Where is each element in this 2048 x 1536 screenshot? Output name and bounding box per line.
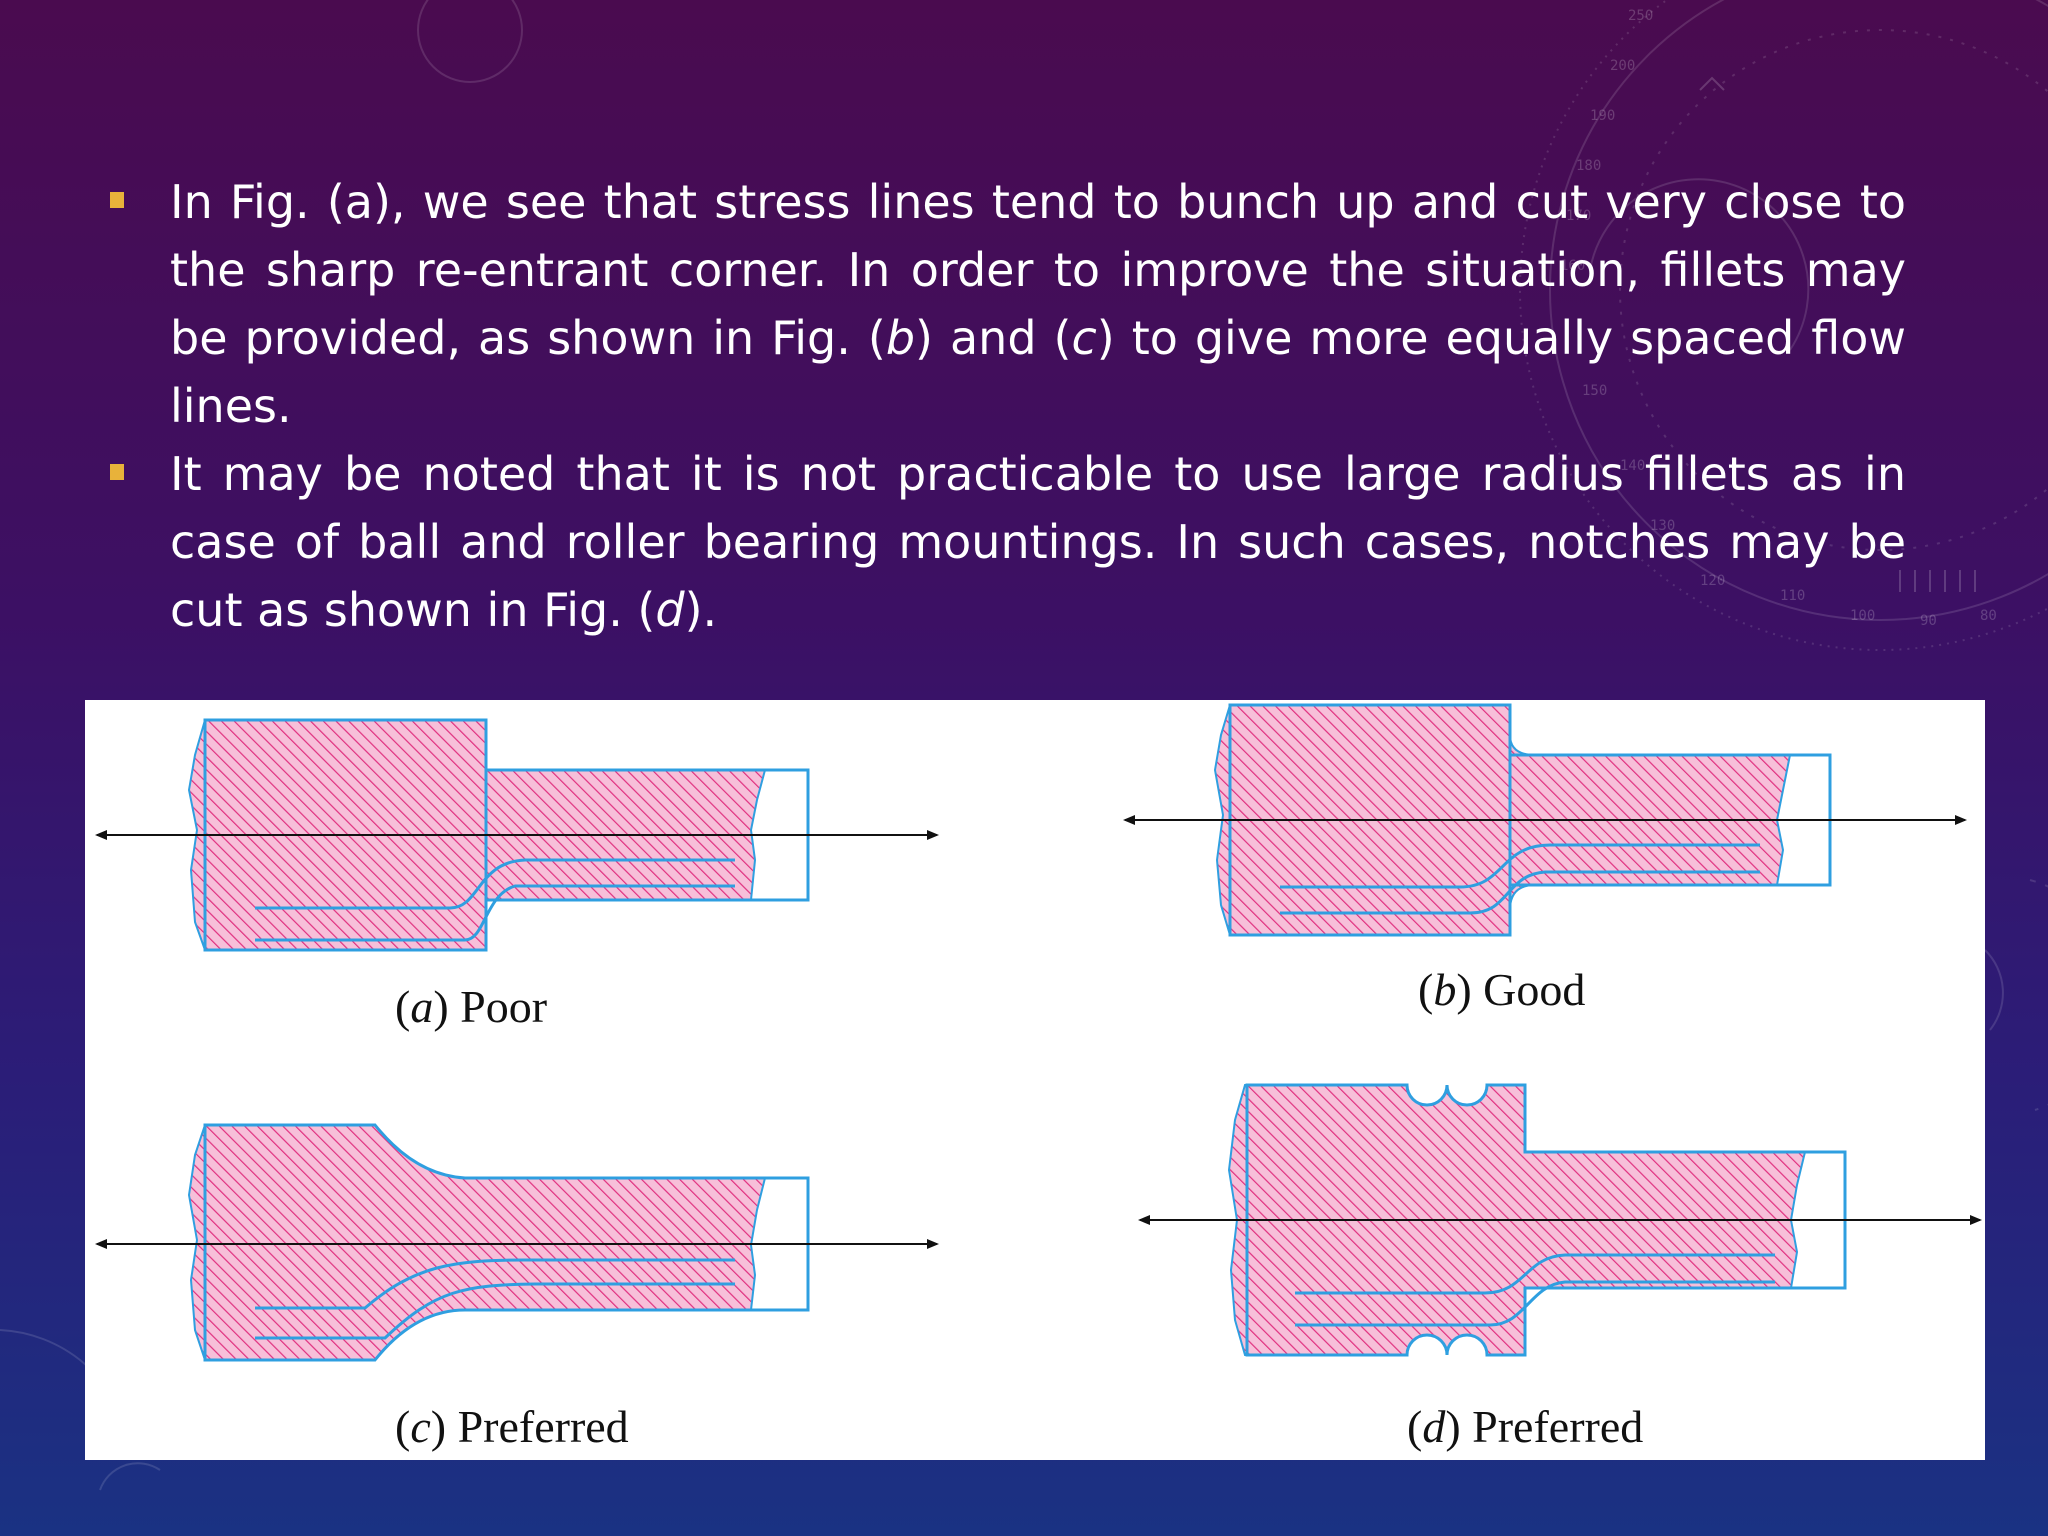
square-bullet-icon <box>110 464 124 480</box>
dial-tick-label: 110 <box>1780 588 1805 604</box>
figure-b-good: (b) Good <box>1123 703 1967 1015</box>
shaft-outline <box>203 1123 810 1362</box>
stress-flow-line <box>1280 870 1760 915</box>
stress-flow-line <box>255 884 735 942</box>
dial-tick-label: 190 <box>1590 108 1615 124</box>
stress-flow-line <box>255 1258 735 1310</box>
figure-caption: (a) Poor <box>395 981 547 1032</box>
dial-tick-label: 170 <box>1566 208 1591 224</box>
stress-flow-line <box>255 1282 735 1340</box>
dial-tick-label: 200 <box>1610 58 1635 74</box>
dial-tick-label: 250 <box>1628 8 1653 24</box>
figure-c-preferred: (c) Preferred <box>95 1123 939 1452</box>
fillet-notch-figure: (a) Poor (b) Good (c) Preferred (d) Pref… <box>85 700 1985 1460</box>
bullet-text: In Fig. (a), we see that stress lines te… <box>170 175 1907 433</box>
bullet-item: In Fig. (a), we see that stress lines te… <box>110 168 1906 440</box>
stress-flow-line <box>1280 843 1760 889</box>
figure-caption: (c) Preferred <box>395 1401 629 1452</box>
figure-caption: (b) Good <box>1418 964 1585 1015</box>
bullet-list: In Fig. (a), we see that stress lines te… <box>110 168 1906 644</box>
bullet-text: It may be noted that it is not practicab… <box>170 447 1906 637</box>
dial-tick-label: 180 <box>1576 158 1601 174</box>
dial-tick-label: 80 <box>1980 608 1997 624</box>
bullet-item: It may be noted that it is not practicab… <box>110 440 1906 644</box>
dial-tick-label: 130 <box>1650 518 1675 534</box>
stress-flow-line <box>255 858 735 910</box>
stress-flow-line <box>1295 1253 1775 1295</box>
shaft-hatched-section <box>187 1124 767 1361</box>
figure-d-preferred: (d) Preferred <box>1138 1083 1982 1452</box>
dial-tick-label: 120 <box>1700 573 1725 589</box>
dial-tick-label: 90 <box>1920 613 1937 629</box>
figure-caption: (d) Preferred <box>1407 1401 1643 1452</box>
square-bullet-icon <box>110 192 124 208</box>
dial-tick-label: 140 <box>1620 458 1645 474</box>
shaft-outline <box>1245 1083 1847 1357</box>
dial-tick-label: 150 <box>1582 383 1607 399</box>
figure-a-poor: (a) Poor <box>95 718 939 1032</box>
dial-tick-label: 160 <box>1560 258 1585 274</box>
stress-flow-line <box>1295 1280 1775 1327</box>
dial-tick-label: 100 <box>1850 608 1875 624</box>
